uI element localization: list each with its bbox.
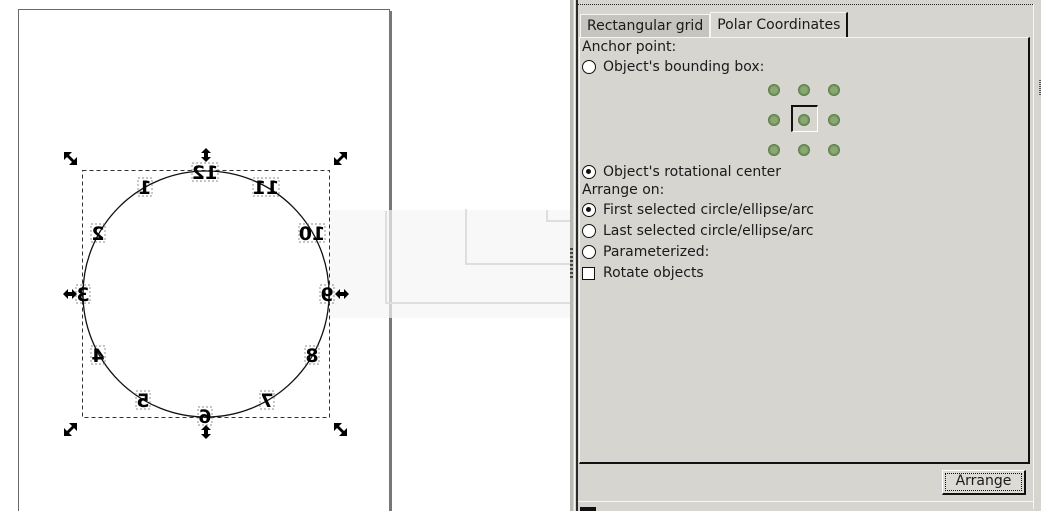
resize-handle-se — [334, 423, 347, 436]
resize-handle-s — [201, 425, 211, 439]
anchor-point-selector[interactable] — [763, 80, 843, 160]
anchor-bottom-left-icon[interactable] — [768, 144, 780, 156]
anchor-top-left-icon[interactable] — [768, 84, 780, 96]
panel-edge — [1033, 4, 1034, 509]
checkbox-icon[interactable] — [582, 266, 595, 280]
last-selected-radio[interactable]: Last selected circle/ellipse/arc — [582, 222, 814, 240]
resize-handle-w — [63, 289, 77, 299]
rotational-center-label: Object's rotational center — [603, 164, 782, 180]
radio-icon[interactable] — [582, 165, 596, 179]
ghost-artifact — [385, 211, 615, 304]
anchor-bottom-right-icon[interactable] — [828, 144, 840, 156]
panel-edge — [576, 0, 578, 511]
clock-number[interactable]: 11 — [253, 177, 279, 199]
ghost-artifact — [465, 209, 615, 265]
last-selected-label: Last selected circle/ellipse/arc — [603, 223, 814, 239]
selection-bbox — [82, 170, 330, 418]
resize-handle-e — [335, 289, 349, 299]
clock-number[interactable]: 6 — [198, 406, 211, 428]
bounding-box-label: Object's bounding box: — [603, 59, 765, 75]
polar-coordinates-panel — [579, 37, 1030, 464]
parameterized-label: Parameterized: — [603, 244, 710, 260]
tab-bar: Rectangular grid Polar Coordinates — [580, 12, 849, 38]
clock-number[interactable]: 9 — [320, 284, 333, 306]
bounding-box-radio[interactable]: Object's bounding box: — [582, 58, 764, 76]
radio-icon[interactable] — [582, 203, 596, 217]
resize-handle-nw — [64, 152, 77, 165]
clock-number[interactable]: 3 — [76, 284, 89, 306]
tab-polar-coordinates[interactable]: Polar Coordinates — [710, 12, 849, 38]
radio-icon[interactable] — [582, 245, 596, 259]
panel-corner-widget — [580, 507, 596, 511]
first-selected-label: First selected circle/ellipse/arc — [603, 202, 814, 218]
panel-edge — [578, 501, 1034, 502]
parameterized-radio[interactable]: Parameterized: — [582, 243, 709, 261]
tab-rectangular-grid[interactable]: Rectangular grid — [580, 14, 711, 38]
radio-icon[interactable] — [582, 224, 596, 238]
radio-icon[interactable] — [582, 60, 596, 74]
clock-number[interactable]: 8 — [305, 345, 318, 367]
focus-ring — [945, 473, 1022, 491]
rotate-objects-checkbox[interactable]: Rotate objects — [582, 264, 704, 282]
rotational-center-radio[interactable]: Object's rotational center — [582, 163, 781, 181]
clock-number[interactable]: 1 — [138, 177, 151, 199]
clock-number[interactable]: 5 — [136, 390, 149, 412]
anchor-top-right-icon[interactable] — [828, 84, 840, 96]
clock-number[interactable]: 7 — [260, 390, 273, 412]
clock-number[interactable]: 4 — [91, 345, 104, 367]
anchor-bottom-center-icon[interactable] — [798, 144, 810, 156]
rotate-objects-label: Rotate objects — [603, 265, 704, 281]
first-selected-radio[interactable]: First selected circle/ellipse/arc — [582, 201, 814, 219]
arrange-button-label: Arrange — [955, 473, 1012, 489]
circle-path — [82, 170, 330, 418]
anchor-middle-left-icon[interactable] — [768, 114, 780, 126]
resize-handle-n — [201, 148, 211, 162]
clock-number[interactable]: 2 — [91, 223, 104, 245]
arrange-button[interactable]: Arrange — [942, 470, 1026, 495]
arrange-on-label: Arrange on: — [582, 182, 665, 198]
resize-handle-ne — [334, 152, 347, 165]
anchor-center-icon[interactable] — [798, 114, 810, 126]
anchor-middle-right-icon[interactable] — [828, 114, 840, 126]
clock-number[interactable]: 10 — [299, 223, 325, 245]
scroll-grip[interactable] — [1039, 80, 1041, 96]
scale-handles — [63, 148, 349, 439]
anchor-top-center-icon[interactable] — [798, 84, 810, 96]
panel-edge — [574, 0, 575, 511]
arrange-dialog: Rectangular grid Polar Coordinates Ancho… — [570, 0, 1041, 511]
panel-resize-grip[interactable] — [570, 248, 573, 278]
panel-title-focus — [578, 4, 1033, 5]
clock-number[interactable]: 12 — [192, 162, 218, 184]
selected-anchor-frame — [791, 105, 818, 132]
resize-handle-sw — [64, 423, 77, 436]
anchor-point-label: Anchor point: — [582, 39, 677, 55]
